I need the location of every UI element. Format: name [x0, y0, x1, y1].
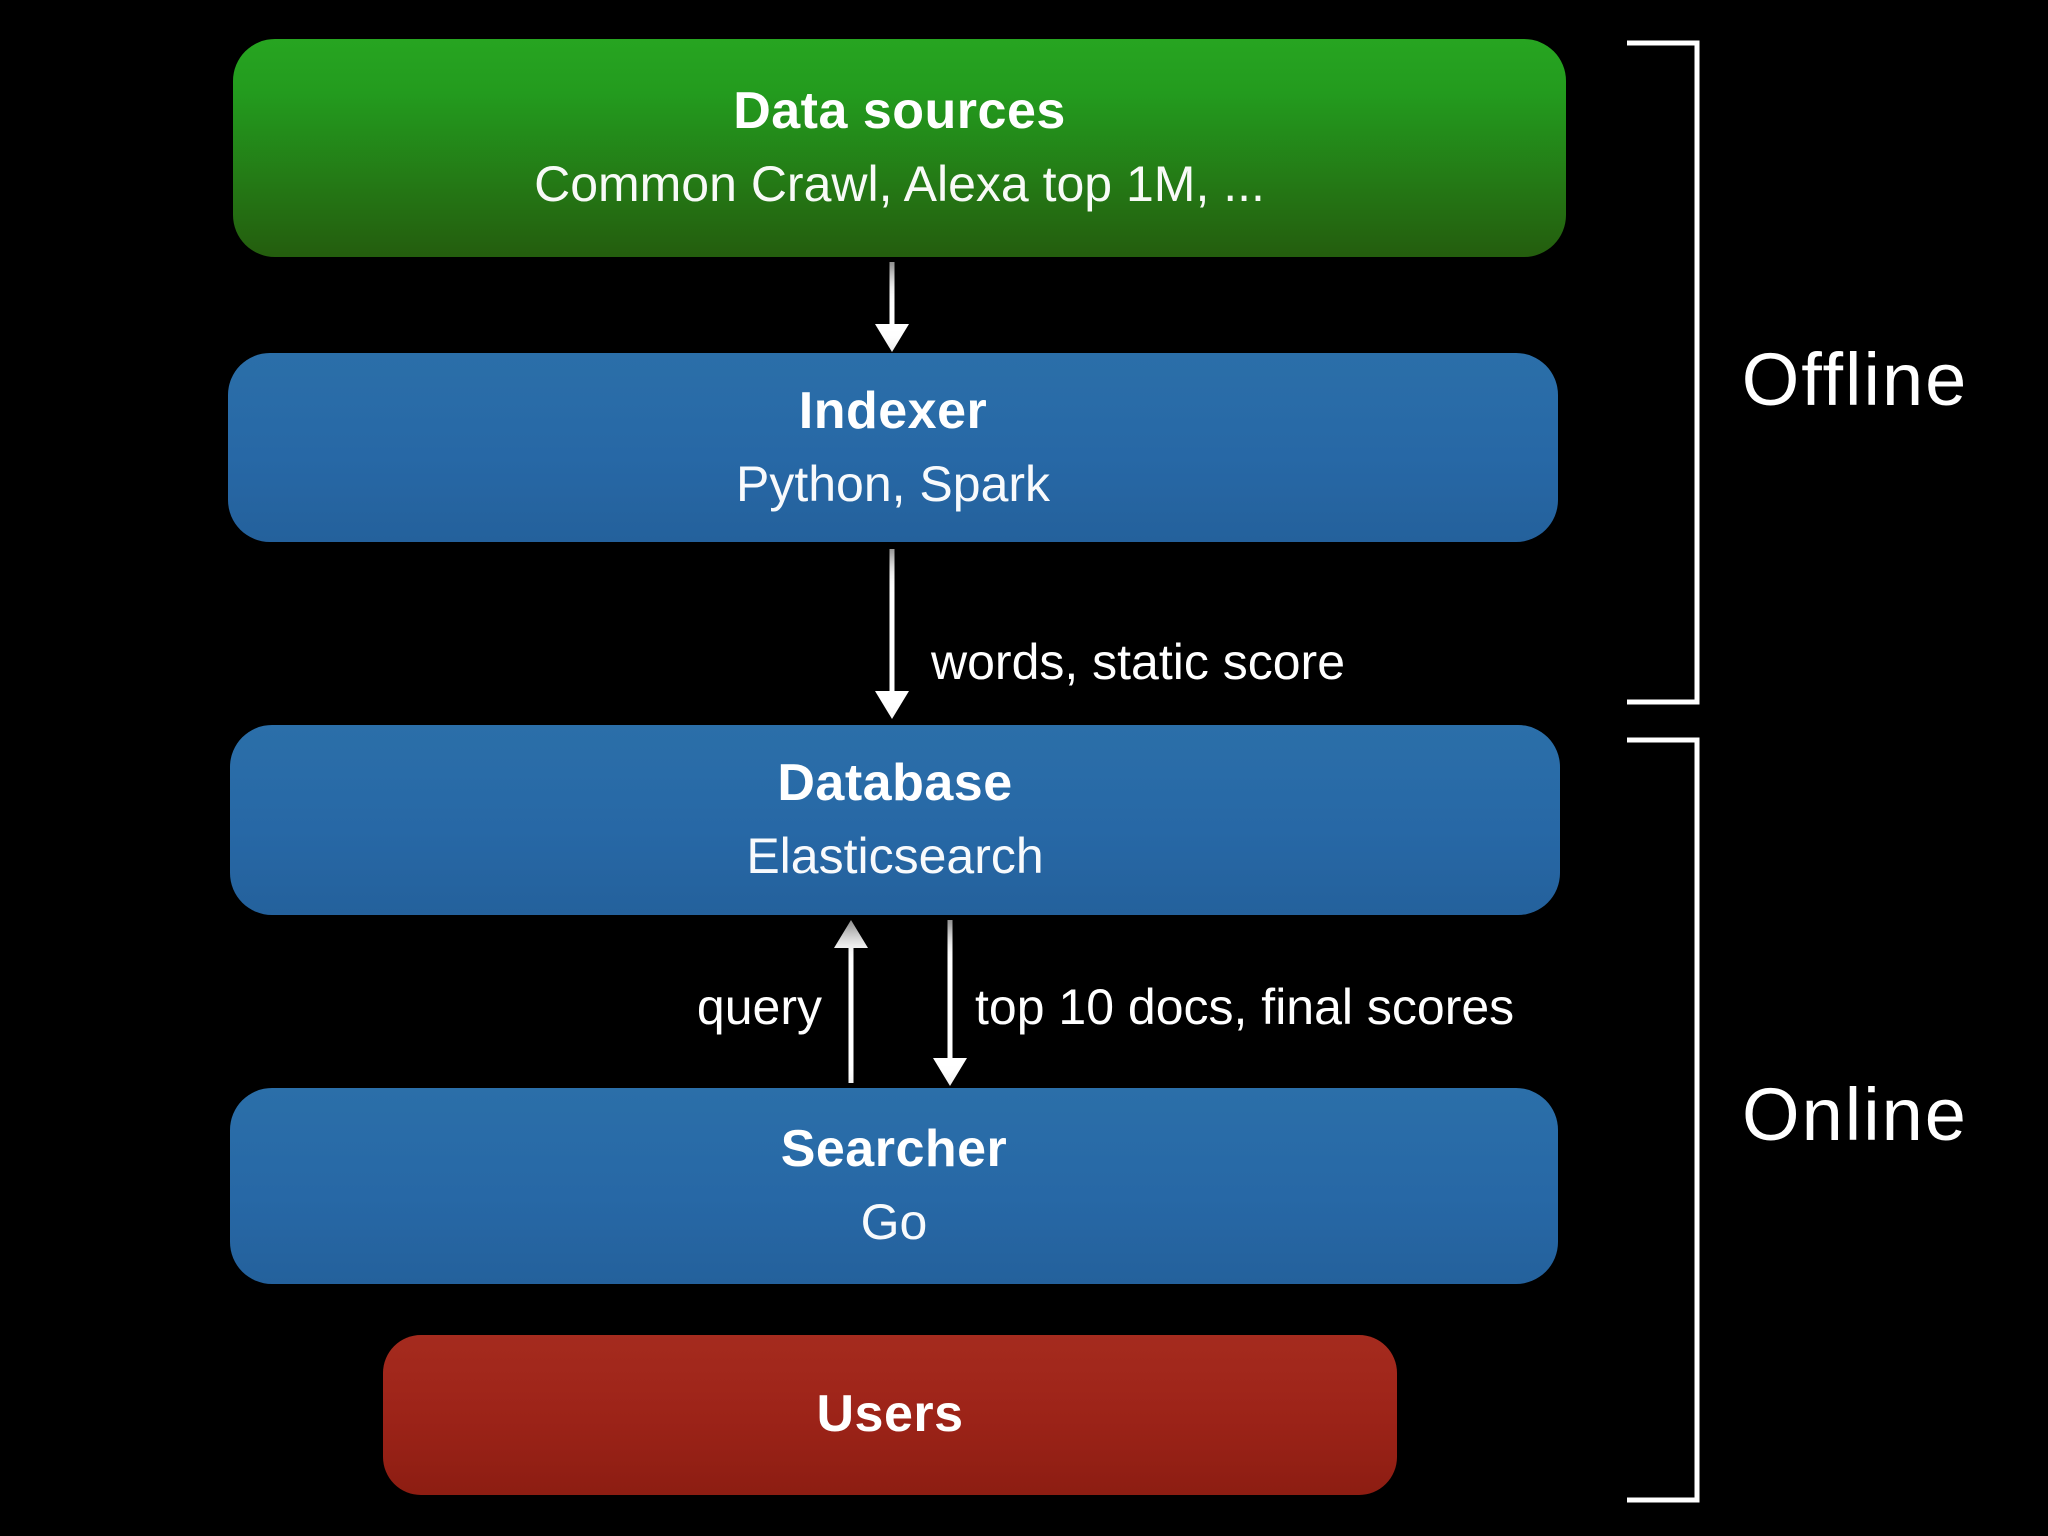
edge-label-words-static-score: words, static score	[931, 634, 1346, 690]
online-bracket	[1627, 737, 1700, 1503]
node-data-sources-subtitle: Common Crawl, Alexa top 1M, ...	[534, 156, 1265, 213]
node-indexer-title: Indexer	[798, 381, 988, 440]
node-indexer: Indexer Python, Spark	[228, 353, 1558, 542]
arrowhead-datasources-to-indexer	[875, 324, 909, 352]
node-users-title: Users	[816, 1385, 964, 1444]
group-label-online: Online	[1742, 1073, 1968, 1156]
edge-label-query: query	[696, 979, 822, 1035]
node-data-sources: Data sources Common Crawl, Alexa top 1M,…	[233, 39, 1566, 257]
node-users: Users	[383, 1335, 1397, 1495]
node-indexer-subtitle: Python, Spark	[735, 455, 1051, 512]
node-data-sources-title: Data sources	[733, 82, 1066, 141]
node-database-title: Database	[777, 754, 1013, 813]
arrowhead-searcher-to-database	[834, 920, 868, 948]
node-database-subtitle: Elasticsearch	[746, 828, 1044, 885]
arrowhead-indexer-to-database	[875, 691, 909, 719]
offline-bracket	[1627, 40, 1700, 705]
arrowhead-database-to-searcher	[933, 1058, 967, 1086]
node-database: Database Elasticsearch	[230, 725, 1560, 915]
node-searcher-subtitle: Go	[860, 1194, 928, 1251]
group-label-offline: Offline	[1741, 338, 1969, 421]
node-searcher-title: Searcher	[780, 1120, 1008, 1179]
node-searcher: Searcher Go	[230, 1088, 1558, 1284]
edge-label-top-10-docs: top 10 docs, final scores	[975, 979, 1515, 1035]
